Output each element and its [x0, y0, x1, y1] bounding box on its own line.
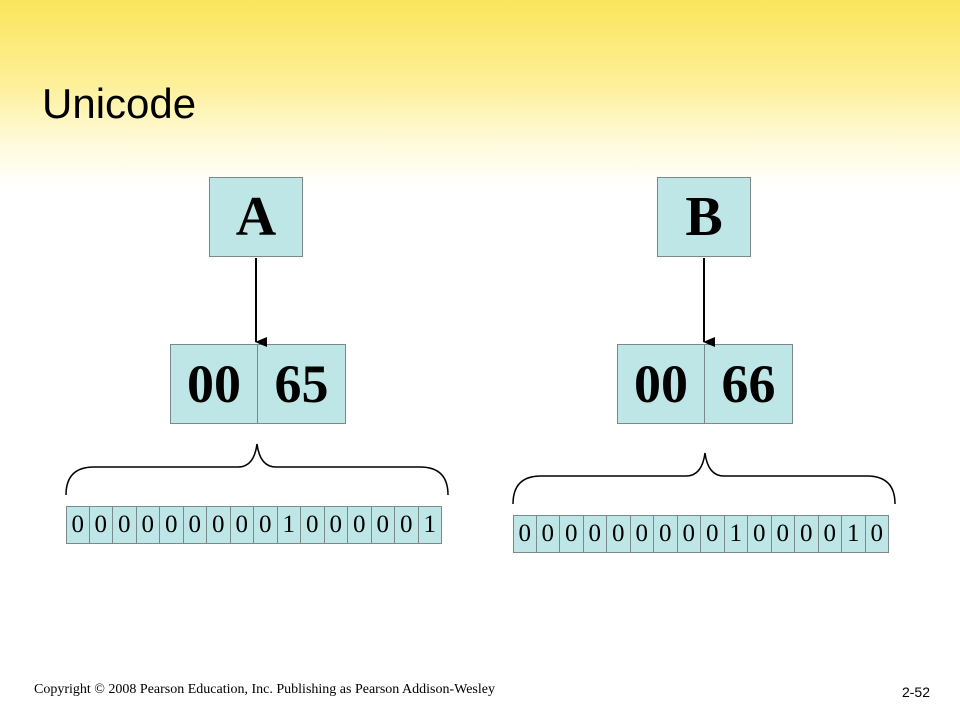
bit-cell: 0 [795, 515, 819, 553]
high-byte-a: 00 [170, 344, 258, 424]
bit-cell: 0 [583, 515, 607, 553]
bit-cell: 0 [136, 506, 160, 544]
bit-cell: 0 [654, 515, 678, 553]
bit-cell: 0 [395, 506, 419, 544]
bit-cell: 0 [748, 515, 772, 553]
bit-cell: 0 [301, 506, 325, 544]
bit-cell: 1 [724, 515, 748, 553]
bit-cell: 0 [113, 506, 137, 544]
bit-cell: 0 [536, 515, 560, 553]
bit-cell: 0 [348, 506, 372, 544]
bit-cell: 0 [630, 515, 654, 553]
bit-cell: 0 [865, 515, 889, 553]
bit-cell: 0 [324, 506, 348, 544]
slide-number: 2-52 [901, 684, 930, 700]
bit-cell: 0 [771, 515, 795, 553]
slide-title: Unicode [42, 80, 197, 127]
bit-cell: 0 [66, 506, 90, 544]
bit-cell: 0 [677, 515, 701, 553]
bit-cell: 0 [207, 506, 231, 544]
bit-cell: 1 [842, 515, 866, 553]
bit-cell: 0 [89, 506, 113, 544]
character-box-a: A [209, 177, 303, 257]
low-byte-a: 65 [258, 344, 346, 424]
bit-cell: 0 [230, 506, 254, 544]
header-band [0, 0, 960, 190]
high-byte-b: 00 [617, 344, 705, 424]
bit-cell: 0 [701, 515, 725, 553]
bit-cell: 0 [607, 515, 631, 553]
bit-cell: 1 [418, 506, 442, 544]
bit-cell: 1 [277, 506, 301, 544]
bit-cell: 0 [818, 515, 842, 553]
bit-cell: 0 [513, 515, 537, 553]
bit-cell: 0 [254, 506, 278, 544]
bit-cell: 0 [160, 506, 184, 544]
brace-b [512, 452, 896, 505]
byte-pair-a: 00 65 [170, 344, 346, 424]
brace-a [65, 443, 449, 496]
byte-pair-b: 00 66 [617, 344, 793, 424]
copyright-text: Copyright © 2008 Pearson Education, Inc.… [34, 682, 495, 697]
low-byte-b: 66 [705, 344, 793, 424]
character-box-b: B [657, 177, 751, 257]
bit-cell: 0 [560, 515, 584, 553]
bit-cell: 0 [371, 506, 395, 544]
bit-cell: 0 [183, 506, 207, 544]
